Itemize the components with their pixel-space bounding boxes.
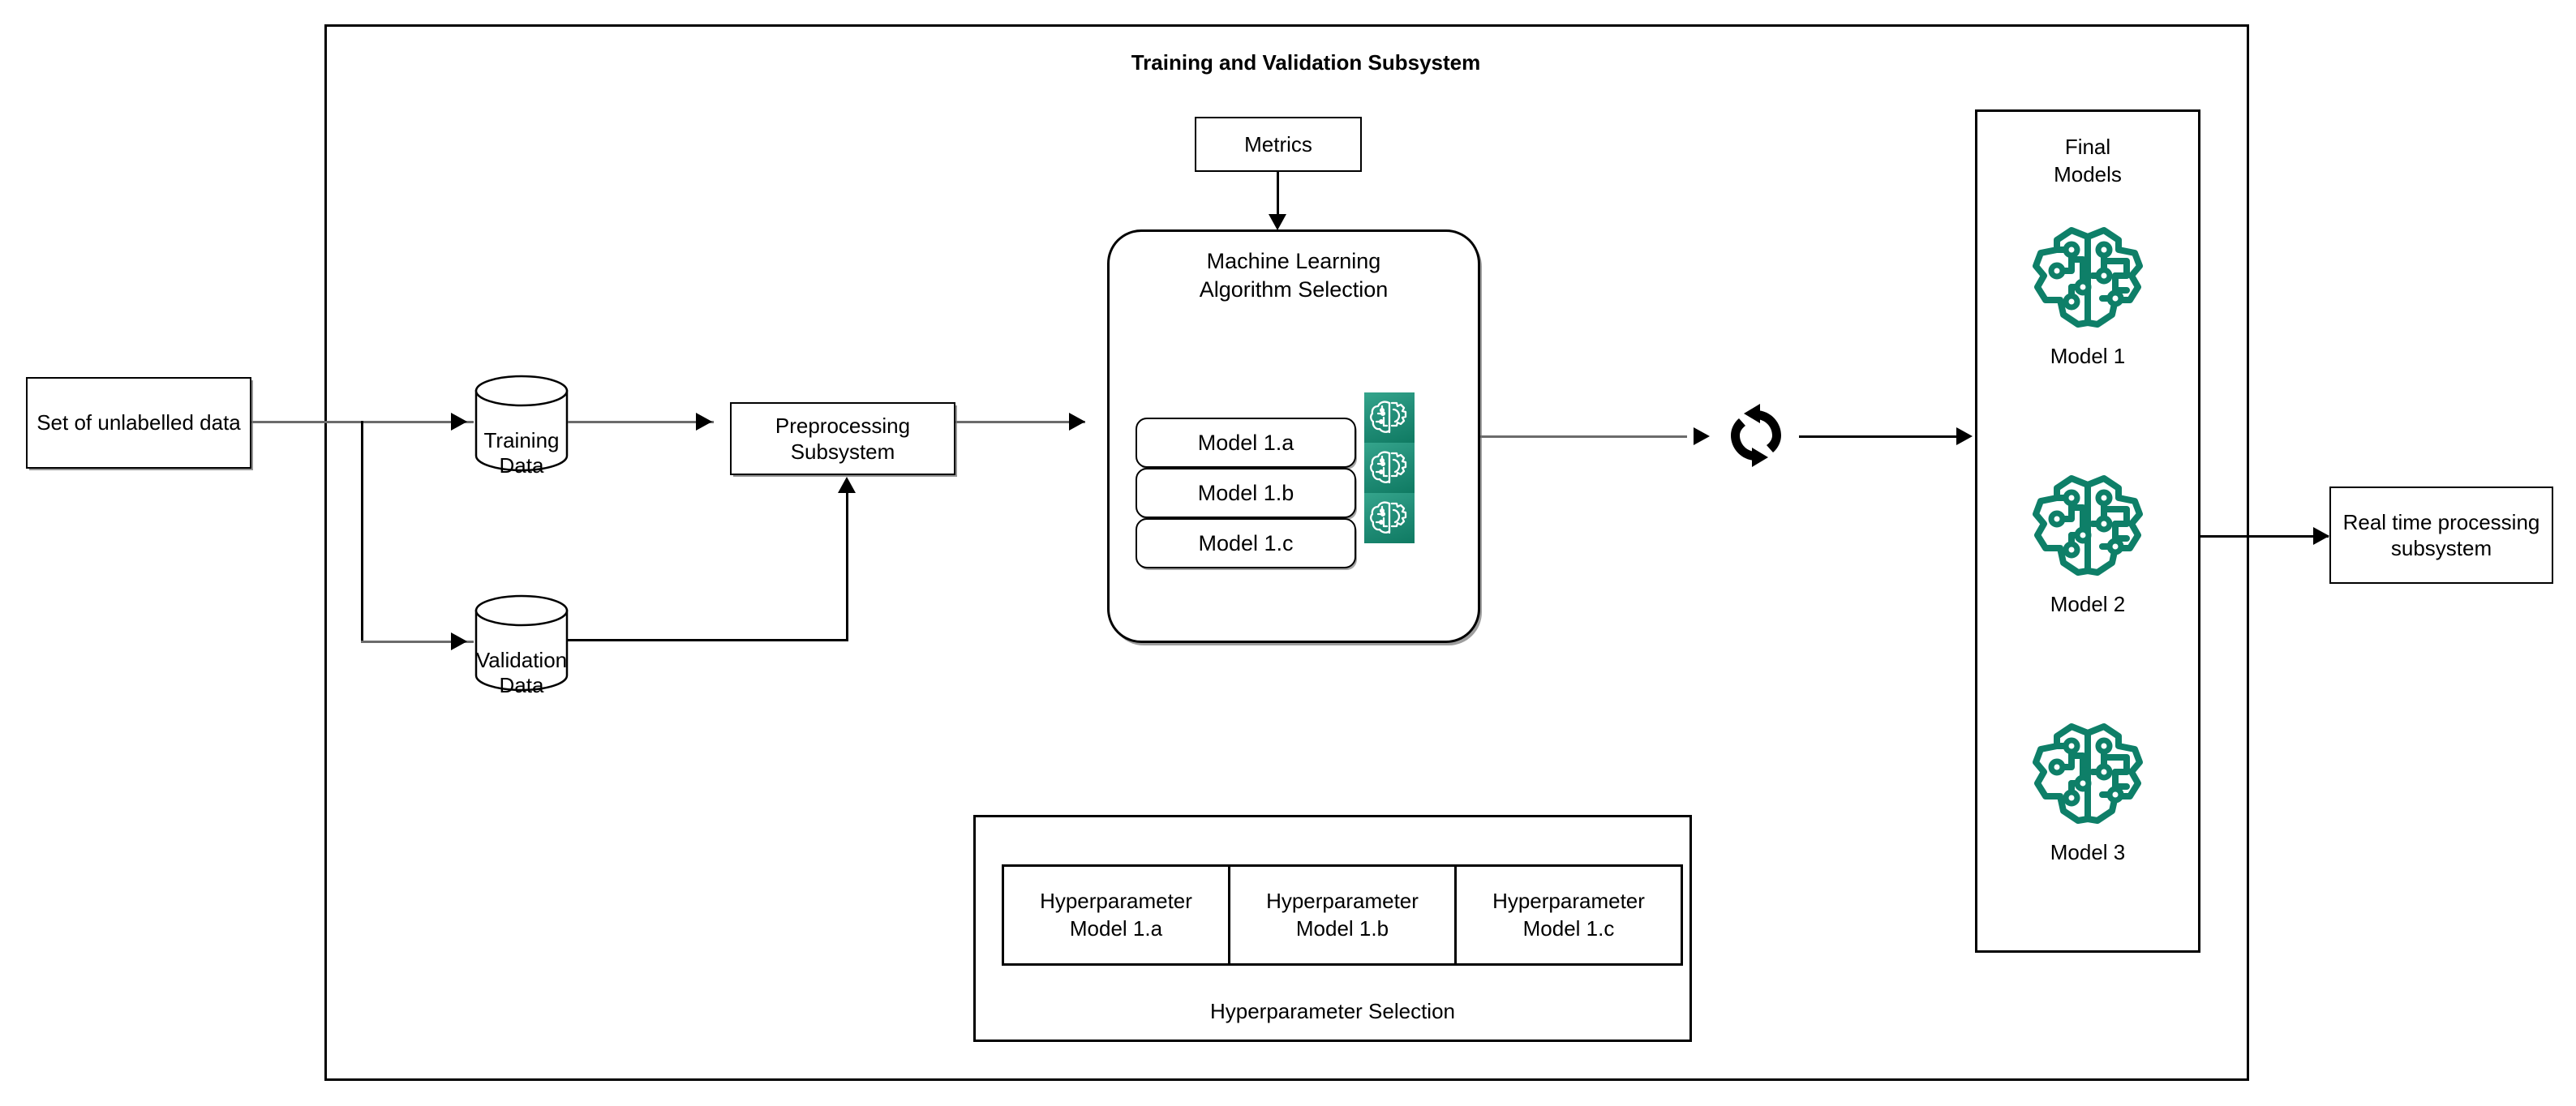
model-pill-1c-label: Model 1.c	[1198, 530, 1294, 555]
validation-data-label: Validation Data	[475, 648, 568, 697]
arrowhead-to-validation-data	[451, 632, 467, 650]
hyperparameter-cell-1b: Hyperparameter Model 1.b	[1230, 867, 1457, 963]
hyperparameter-selection-caption: Hyperparameter Selection	[1209, 999, 1456, 1023]
arrowhead-to-preprocessing-bottom	[838, 477, 856, 493]
training-validation-subsystem-frame	[324, 24, 2249, 1081]
hyperparameter-cell-1c-label: Hyperparameter Model 1.c	[1492, 888, 1645, 941]
model-pill-1c[interactable]: Model 1.c	[1136, 518, 1356, 568]
connector-ml-to-sync	[1480, 435, 1687, 438]
hyperparameter-cell-1c: Hyperparameter Model 1.c	[1457, 867, 1681, 963]
ml-algorithm-selection-title: Machine Learning Algorithm Selection	[1199, 249, 1389, 302]
connector-validation-up	[846, 487, 848, 641]
arrowhead-metrics-to-ml	[1269, 214, 1286, 230]
metrics-label: Metrics	[1244, 131, 1312, 156]
hyperparameter-row: Hyperparameter Model 1.a Hyperparameter …	[1002, 864, 1683, 966]
page-title: Training and Validation Subsystem	[1131, 50, 1481, 75]
arrowhead-to-ml-selection	[1069, 413, 1085, 431]
brain-gear-icon	[1364, 392, 1415, 443]
hyperparameter-cell-1a: Hyperparameter Model 1.a	[1004, 867, 1230, 963]
final-model-3: Model 3	[1975, 722, 2200, 865]
arrowhead-to-final-models	[1956, 427, 1973, 445]
training-data-label: Training Data	[483, 428, 560, 478]
arrowhead-to-training-data	[451, 413, 467, 431]
connector-split-vertical	[361, 421, 363, 643]
arrowhead-to-preprocessing	[696, 413, 712, 431]
training-data-cylinder: Training Data	[474, 375, 569, 478]
set-of-unlabelled-data-label: Set of unlabelled data	[36, 410, 241, 435]
preprocessing-subsystem-box: Preprocessing Subsystem	[730, 402, 955, 475]
final-model-1-label: Model 1	[2050, 344, 2126, 368]
final-model-3-label: Model 3	[2050, 840, 2126, 864]
arrowhead-to-realtime	[2313, 527, 2329, 545]
brain-gear-icon	[1364, 493, 1415, 543]
model-pill-1a-label: Model 1.a	[1197, 430, 1294, 455]
real-time-processing-subsystem-box: Real time processing subsystem	[2329, 487, 2553, 584]
final-models-title: Final Models	[2054, 135, 2122, 186]
real-time-processing-subsystem-label: Real time processing subsystem	[2342, 509, 2540, 561]
brain-circuit-icon	[2033, 723, 2143, 824]
model-pill-1b[interactable]: Model 1.b	[1136, 468, 1356, 518]
arrowhead-to-sync	[1694, 427, 1710, 445]
connector-preprocessing-to-ml	[955, 421, 1085, 423]
final-model-1: Model 1	[1975, 225, 2200, 369]
connector-final-models-to-realtime	[2200, 535, 2329, 538]
connector-sync-to-final-models	[1799, 435, 1961, 438]
hyperparameter-cell-1b-label: Hyperparameter Model 1.b	[1266, 888, 1419, 941]
connector-split-to-validation	[361, 641, 474, 643]
brain-circuit-icon	[2033, 475, 2143, 576]
preprocessing-subsystem-label: Preprocessing Subsystem	[775, 413, 911, 465]
final-model-2: Model 2	[1975, 474, 2200, 617]
final-model-2-label: Model 2	[2050, 592, 2126, 616]
model-pill-1a[interactable]: Model 1.a	[1136, 418, 1356, 468]
refresh-cycle-icon	[1719, 399, 1792, 472]
connector-metrics-to-ml	[1277, 172, 1279, 217]
validation-data-cylinder: Validation Data	[474, 594, 569, 697]
connector-training-to-preprocessing	[568, 421, 714, 423]
model-pill-1b-label: Model 1.b	[1197, 480, 1294, 505]
metrics-box: Metrics	[1195, 117, 1362, 172]
hyperparameter-cell-1a-label: Hyperparameter Model 1.a	[1040, 888, 1192, 941]
brain-circuit-icon	[2033, 227, 2143, 328]
set-of-unlabelled-data-box: Set of unlabelled data	[26, 377, 251, 469]
brain-gear-icon	[1364, 443, 1415, 493]
connector-validation-right	[568, 639, 848, 641]
